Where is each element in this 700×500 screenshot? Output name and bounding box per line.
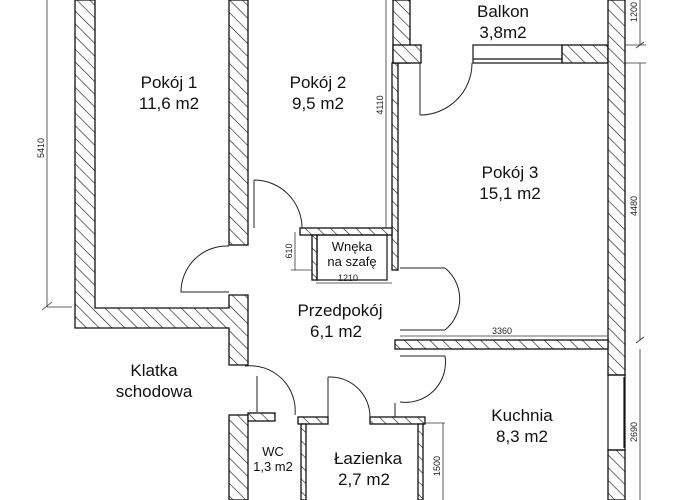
lazienka-name: Łazienka: [334, 449, 403, 468]
dim-5410: 5410: [36, 138, 46, 158]
dim-4480: 4480: [629, 196, 639, 216]
door-balkon[interactable]: [419, 62, 473, 116]
dim-610: 610: [284, 243, 294, 258]
wall-lazienka-right: [417, 423, 424, 500]
wall-pokoj1-left: [74, 0, 249, 366]
wall-pokoj1-pokoj2: [228, 0, 249, 246]
dim-3360: 3360: [492, 326, 512, 336]
wall-bathroom-top-left: [247, 412, 276, 422]
dimension-lines: [41, 0, 646, 500]
pokoj1-area: 11,6 m2: [139, 94, 199, 113]
wall-bathroom-top-mid: [297, 416, 329, 425]
wall-balkon-bottom-right: [561, 44, 609, 64]
wall-wc-lazienka: [300, 423, 307, 500]
wc-area: 1,3 m2: [253, 459, 293, 474]
dim-1500: 1500: [432, 456, 442, 476]
walls: [74, 0, 626, 500]
klatka-line2: schodowa: [116, 382, 193, 401]
pokoj3-area: 15,1 m2: [479, 184, 540, 203]
wall-right-lower: [607, 449, 626, 500]
pokoj2-name: Pokój 2: [290, 73, 347, 92]
dim-1200: 1200: [629, 2, 639, 22]
kuchnia-area: 8,3 m2: [496, 427, 548, 446]
dim-2690: 2690: [629, 422, 639, 442]
klatka-line1: Klatka: [130, 361, 178, 380]
door-pokoj1[interactable]: [180, 245, 230, 293]
door-lazienka[interactable]: [327, 376, 371, 418]
dim-1210: 1210: [338, 273, 358, 283]
pokoj2-area: 9,5 m2: [292, 94, 344, 113]
lazienka-area: 2,7 m2: [338, 470, 390, 489]
wall-bathroom-top-right: [369, 416, 426, 425]
dim-4110: 4110: [375, 95, 385, 114]
pokoj3-name: Pokój 3: [482, 163, 539, 182]
kuchnia-name: Kuchnia: [491, 406, 553, 425]
pokoj1-name: Pokój 1: [141, 73, 198, 92]
kitchen-window[interactable]: [607, 374, 626, 451]
balkon-area: 3,8m2: [479, 23, 526, 42]
przedpokoj-name: Przedpokój: [297, 301, 382, 320]
doors: [180, 62, 473, 418]
wall-wneka-side: [311, 234, 318, 281]
wneka-line2: na szafę: [327, 254, 376, 269]
wall-wneka-top: [299, 227, 393, 236]
wall-pokoj2-right: [391, 62, 399, 271]
wall-pokoj3-kuchnia: [394, 339, 609, 350]
wneka-line1: Wnęka: [332, 239, 373, 254]
door-pokoj2[interactable]: [253, 179, 303, 229]
wall-wc-left: [228, 414, 249, 500]
balcony-door-window[interactable]: [472, 44, 563, 64]
wc-name: WC: [262, 444, 284, 459]
wall-right-upper: [607, 0, 626, 376]
przedpokoj-area: 6,1 m2: [310, 322, 362, 341]
wall-balkon-bottom-left: [392, 44, 422, 64]
balkon-name: Balkon: [477, 2, 529, 21]
door-pokoj3[interactable]: [399, 267, 461, 403]
door-wc[interactable]: [244, 365, 296, 416]
